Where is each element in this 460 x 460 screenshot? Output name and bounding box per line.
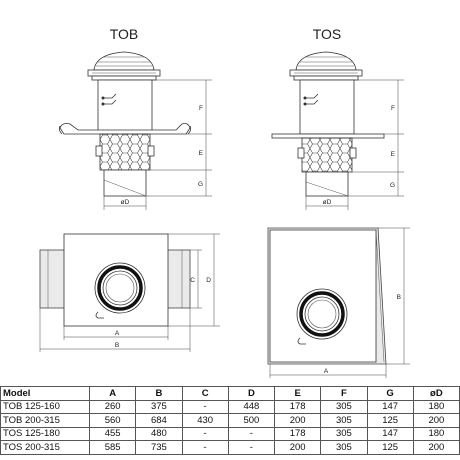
tos-dim-g: G [390,182,395,189]
tob-dim-diameter: øD [121,199,130,206]
tob-top-dimensions: A B C D [39,233,220,352]
cell-b: 375 [135,399,183,414]
cell-d: - [227,440,276,455]
tos-clamp-right [349,147,357,159]
header-c: C [181,386,229,401]
cell-d: 448 [227,399,276,414]
cell-a: 260 [88,399,137,414]
cell-model: TOS 200-315 [0,440,90,455]
tos-side-view: TOS F [271,26,404,210]
tob-top-dim-a: A [115,330,120,337]
cell-model: TOS 125-180 [0,426,90,441]
tob-fan-hood [87,51,161,81]
table-row: TOS 200-315 585 735 - - 200 305 125 200 [0,440,460,455]
cell-g: 125 [366,440,414,455]
tos-dim-f: F [391,105,395,112]
cell-a: 455 [88,426,137,441]
cell-g: 147 [366,426,414,441]
cell-e: 178 [273,399,322,414]
tob-side-view: TOB [58,26,212,210]
tob-dim-e: E [199,150,204,157]
cell-c: - [181,440,229,455]
tob-top-dim-c: C [190,277,195,284]
cell-b: 735 [135,440,183,455]
cell-f: 305 [320,399,368,414]
cell-f: 305 [320,426,368,441]
tos-fan-hood [289,51,363,81]
tob-clamp-left [95,145,103,157]
cell-g: 125 [366,413,414,428]
tob-top-view: A B C D [39,233,220,352]
tos-dimensions: F E G øD [305,79,404,210]
cell-c: - [181,426,229,441]
table-row: TOS 125-180 455 480 - - 178 305 147 180 [0,426,460,441]
cell-b: 480 [135,426,183,441]
tos-insulation [301,137,353,173]
cell-e: 200 [273,413,322,428]
cell-c: 430 [181,413,229,428]
tob-body [97,79,153,133]
cell-b: 684 [135,413,183,428]
tob-flange [58,123,192,135]
cell-f: 305 [320,440,368,455]
table-row: TOB 125-160 260 375 - 448 178 305 147 18… [0,399,460,414]
tos-handle [303,93,319,106]
header-f: F [320,386,368,401]
tob-dim-g: G [198,181,203,188]
cell-a: 585 [88,440,137,455]
cell-e: 200 [273,440,322,455]
cell-e: 178 [273,426,322,441]
tos-dim-diameter: øD [323,199,332,206]
cell-diameter: 180 [412,426,460,441]
header-model: Model [0,386,90,401]
cell-diameter: 200 [412,413,460,428]
tos-top-view: A B [267,227,410,378]
tos-title: TOS [313,26,342,42]
cell-model: TOB 200-315 [0,413,90,428]
table-row: TOB 200-315 560 684 430 500 200 305 125 … [0,413,460,428]
header-a: A [88,386,137,401]
cell-g: 147 [366,399,414,414]
tob-insulation [99,133,151,171]
tob-clamp-right [147,145,155,157]
tos-top-dim-a: A [324,368,329,375]
tos-top-dimensions: A B [269,227,410,378]
header-b: B [135,386,183,401]
tos-duct [305,171,349,197]
header-d: D [227,386,276,401]
specification-table: Model A B C D E F G øD TOB 125-160 260 3… [0,386,460,455]
tob-duct [103,169,147,197]
cell-diameter: 180 [412,399,460,414]
tob-top-dim-d: D [206,277,211,284]
cell-f: 305 [320,413,368,428]
tos-top-dim-b: B [397,294,401,301]
table-header-row: Model A B C D E F G øD [0,386,460,401]
cell-model: TOB 125-160 [0,399,90,414]
technical-drawing: TOB [39,26,410,378]
tos-body [299,79,355,135]
tob-handle [101,93,117,106]
tob-dimensions: F E G øD [103,79,212,210]
tob-top-dim-b: B [115,342,119,349]
header-e: E [273,386,322,401]
header-diameter: øD [412,386,460,401]
cell-diameter: 200 [412,440,460,455]
tos-flange [271,133,385,139]
tos-dim-e: E [391,151,396,158]
cell-c: - [181,399,229,414]
header-g: G [366,386,414,401]
tob-title: TOB [110,26,139,42]
tob-dim-f: F [199,105,203,112]
cell-d: - [227,426,276,441]
cell-a: 560 [88,413,137,428]
tos-clamp-left [297,147,305,159]
tob-top-fan [94,262,146,319]
tos-top-fan [296,288,348,345]
cell-d: 500 [227,413,276,428]
